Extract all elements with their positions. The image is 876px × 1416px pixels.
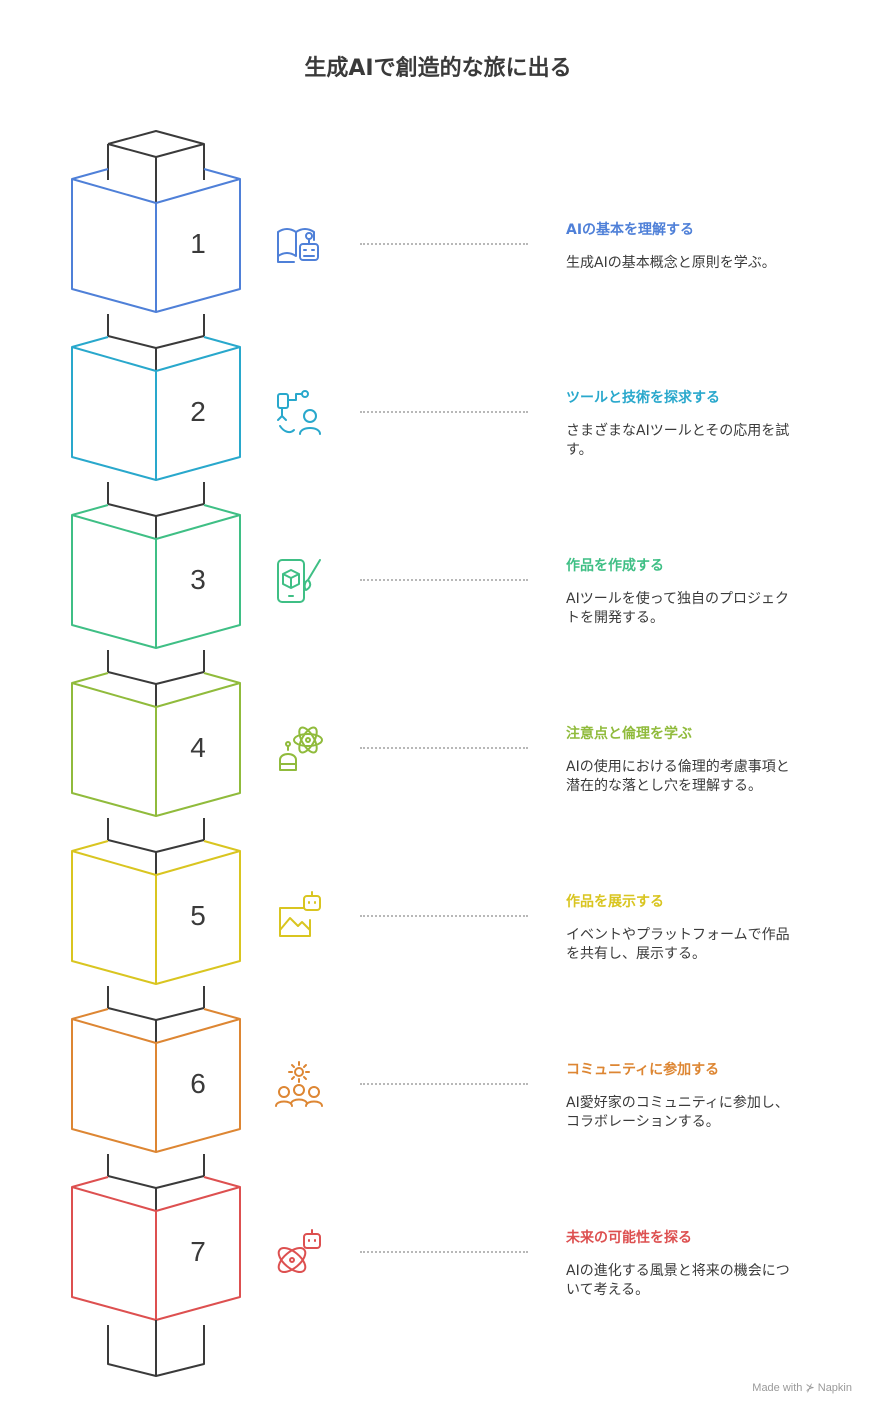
step-title-1: AIの基本を理解する: [566, 222, 695, 238]
dotted-connector: [360, 747, 528, 749]
step-number-2: 2: [190, 396, 206, 427]
dotted-connector: [360, 1083, 528, 1085]
gear-community-icon: [272, 1058, 326, 1112]
step-number-1: 1: [190, 228, 206, 259]
dotted-connector: [360, 411, 528, 413]
page-title: 生成AIで創造的な旅に出る: [304, 56, 572, 81]
dotted-connector: [360, 915, 528, 917]
cube-top-edge-4: [71, 672, 241, 684]
step-title-4: 注意点と倫理を学ぶ: [566, 726, 692, 742]
pillar-segment-4: [107, 650, 205, 707]
step-cube-1: [71, 178, 241, 313]
step-title-3: 作品を作成する: [566, 558, 664, 574]
pillar-segment-7: [107, 1154, 205, 1211]
step-number-7: 7: [190, 1236, 206, 1267]
step-number-5: 5: [190, 900, 206, 931]
book-robot-icon: [272, 218, 326, 272]
cube-top-edge-1: [71, 168, 241, 180]
robot-arm-person-icon: [272, 386, 326, 440]
cube-top-edge-7: [71, 1176, 241, 1188]
step-cube-4: [71, 682, 241, 817]
step-title-5: 作品を展示する: [566, 894, 664, 910]
step-cube-2: [71, 346, 241, 481]
step-cube-3: [71, 514, 241, 649]
step-description-4: AIの使用における倫理的考慮事項と潜在的な落とし穴を理解する。: [566, 759, 790, 794]
image-robot-icon: [272, 890, 326, 944]
step-title-7: 未来の可能性を探る: [566, 1230, 692, 1246]
pillar-bottom: [107, 1320, 205, 1377]
step-description-2: さまざまなAIツールとその応用を試す。: [566, 423, 790, 458]
phone-cube-brush-icon: [272, 554, 326, 608]
step-description-5: イベントやプラットフォームで作品を共有し、展示する。: [566, 927, 790, 962]
step-description-3: AIツールを使って独自のプロジェクトを開発する。: [566, 591, 790, 626]
step-cube-7: [71, 1186, 241, 1321]
cube-top-edge-2: [71, 336, 241, 348]
step-title-2: ツールと技術を探求する: [566, 390, 720, 406]
step-cube-6: [71, 1018, 241, 1153]
step-number-3: 3: [190, 564, 206, 595]
step-number-6: 6: [190, 1068, 206, 1099]
step-number-4: 4: [190, 732, 206, 763]
pillar-segment-6: [107, 986, 205, 1043]
pillar-segment-5: [107, 818, 205, 875]
pillar-top: [107, 130, 205, 204]
pillar-segment-2: [107, 314, 205, 371]
dotted-connector: [360, 243, 528, 245]
step-cube-5: [71, 850, 241, 985]
step-description-1: 生成AIの基本概念と原則を学ぶ。: [566, 255, 776, 271]
napkin-credit: Made with ⊁ Napkin: [752, 1382, 852, 1394]
dotted-connector: [360, 579, 528, 581]
cube-top-edge-5: [71, 840, 241, 852]
pillar-segment-3: [107, 482, 205, 539]
orbit-robot-icon: [272, 1226, 326, 1280]
cube-top-edge-3: [71, 504, 241, 516]
cube-top-edge-6: [71, 1008, 241, 1020]
step-description-6: AI愛好家のコミュニティに参加し、コラボレーションする。: [566, 1095, 789, 1130]
step-title-6: コミュニティに参加する: [566, 1062, 720, 1078]
step-description-7: AIの進化する風景と将来の機会について考える。: [566, 1263, 790, 1298]
robot-atom-icon: [272, 722, 326, 776]
dotted-connector: [360, 1251, 528, 1253]
